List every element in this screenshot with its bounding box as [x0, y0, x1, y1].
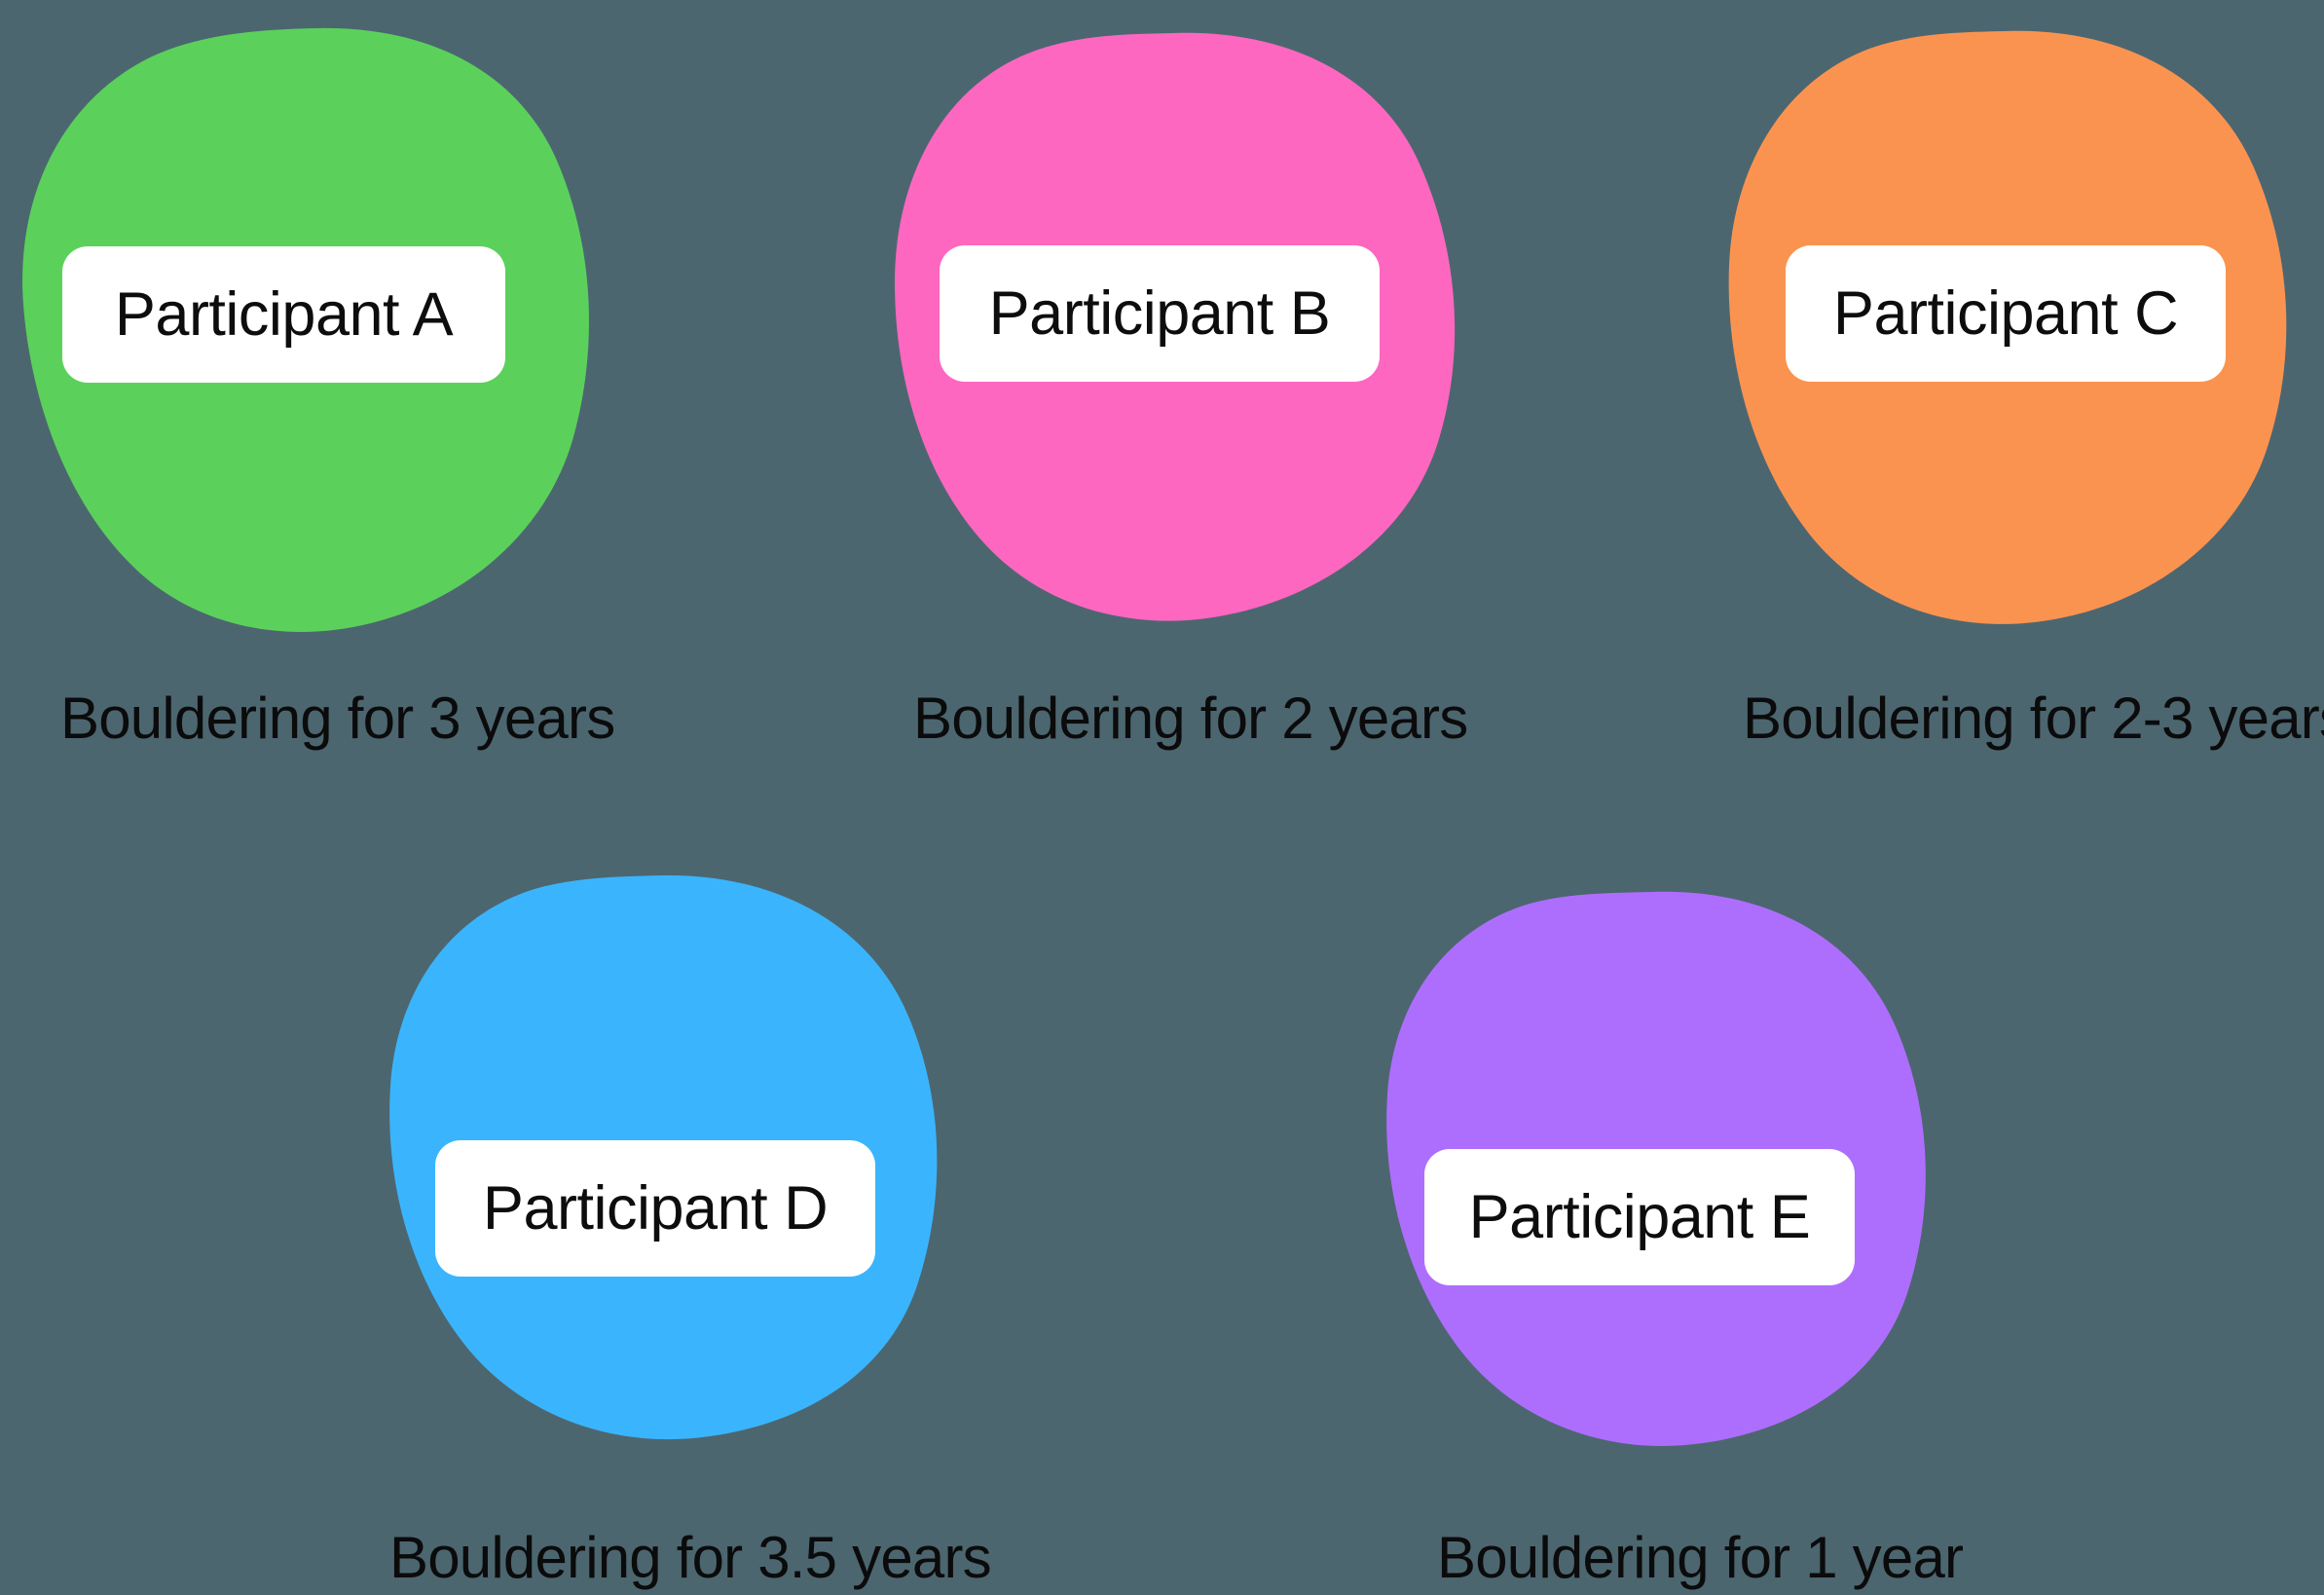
participant-card-b[interactable]: Participant B — [881, 29, 1475, 633]
caption-c: Bouldering for 2-3 years — [1743, 686, 2324, 751]
name-tag-c[interactable]: Participant C — [1786, 245, 2226, 382]
name-tag-d[interactable]: Participant D — [435, 1140, 875, 1277]
name-tag-label-d: Participant D — [482, 1173, 829, 1243]
participant-card-d[interactable]: Participant D — [375, 872, 949, 1446]
name-tag-a[interactable]: Participant A — [62, 246, 505, 383]
name-tag-label-c: Participant C — [1832, 278, 2179, 348]
name-tag-label-b: Participant B — [988, 278, 1331, 348]
name-tag-label-e: Participant E — [1468, 1182, 1811, 1251]
caption-a: Bouldering for 3 years — [60, 686, 615, 751]
name-tag-label-a: Participant A — [114, 279, 454, 349]
caption-d: Bouldering for 3.5 years — [389, 1525, 992, 1590]
caption-e: Bouldering for 1 year — [1437, 1525, 1964, 1590]
name-tag-b[interactable]: Participant B — [940, 245, 1380, 382]
participant-card-a[interactable]: Participant A — [10, 24, 613, 648]
name-tag-e[interactable]: Participant E — [1424, 1149, 1855, 1285]
caption-b: Bouldering for 2 years — [913, 686, 1468, 751]
participant-card-e[interactable]: Participant E — [1368, 888, 1937, 1453]
participant-card-c[interactable]: Participant C — [1714, 27, 2303, 641]
